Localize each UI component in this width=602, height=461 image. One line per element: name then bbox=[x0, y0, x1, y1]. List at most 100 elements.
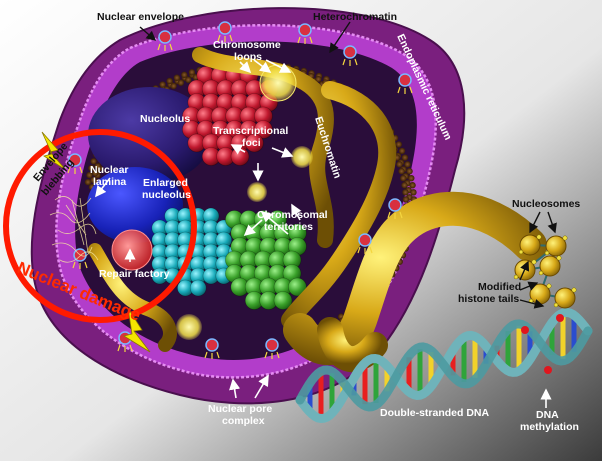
transcriptional-focus-3 bbox=[176, 314, 202, 340]
histone-tail-mark bbox=[562, 235, 568, 241]
histone-tail-mark bbox=[546, 283, 552, 289]
label-enlarged-nucleolus-1: Enlarged bbox=[143, 177, 188, 189]
heterochromatin-bead bbox=[398, 147, 406, 155]
chromosome-loops-focus bbox=[259, 64, 297, 102]
heterochromatin-bead bbox=[84, 178, 92, 186]
label-transcriptional-foci-2: foci bbox=[242, 137, 261, 149]
label-nucleolus: Nucleolus bbox=[140, 113, 190, 125]
nucleosomes-group bbox=[513, 234, 577, 309]
nucleosome bbox=[519, 234, 541, 256]
nucleosome bbox=[539, 255, 561, 277]
histone-tail-mark bbox=[513, 274, 519, 280]
nuclear-pore bbox=[265, 338, 279, 352]
nuclear-pore-basket bbox=[217, 34, 233, 42]
nuclear-pore-basket bbox=[72, 261, 88, 269]
heterochromatin-bead bbox=[406, 168, 413, 175]
heterochromatin-bead bbox=[404, 161, 411, 168]
transcriptional-focus-2 bbox=[247, 182, 267, 202]
heterochromatin-bead bbox=[410, 189, 417, 196]
heterochromatin-bead bbox=[181, 71, 188, 79]
label-heterochromatin: Heterochromatin bbox=[313, 11, 397, 23]
label-enlarged-nucleolus-2: nucleolus bbox=[142, 189, 191, 201]
heterochromatin-bead bbox=[88, 164, 95, 172]
heterochromatin-bead bbox=[402, 196, 410, 203]
red-territory-bead bbox=[254, 120, 273, 139]
lamina-fibers bbox=[49, 196, 99, 263]
histone-tail-mark bbox=[553, 302, 559, 308]
teal-territory-bead bbox=[189, 279, 207, 297]
nuclear-pore bbox=[388, 198, 402, 212]
heterochromatin-bead bbox=[396, 161, 403, 168]
label-modified-histone-tails-1: Modified bbox=[478, 281, 521, 293]
nuclear-pore bbox=[343, 45, 357, 59]
nucleosome bbox=[554, 287, 576, 309]
heterochromatin-bead bbox=[94, 163, 101, 170]
nuclear-pore bbox=[68, 153, 82, 167]
nucleolus bbox=[88, 87, 212, 183]
heterochromatin-bead bbox=[170, 82, 177, 90]
label-nuclear-lamina-2: lamina bbox=[93, 176, 126, 188]
nuclear-pore-basket bbox=[387, 211, 403, 219]
heterochromatin-bead bbox=[92, 169, 99, 177]
dna-helix bbox=[295, 307, 593, 424]
annotation-arrows bbox=[95, 21, 557, 408]
heterochromatin-bead bbox=[173, 74, 181, 81]
red-territory-bead bbox=[245, 133, 264, 153]
histone-tail-mark bbox=[556, 255, 562, 261]
euchromatin-fiber-left bbox=[88, 243, 177, 352]
histone-tail-mark bbox=[531, 259, 537, 265]
heterochromatin-bead bbox=[409, 182, 416, 189]
nuclear-pore-basket bbox=[67, 166, 83, 174]
heterochromatin-bead bbox=[90, 158, 97, 165]
nuclear-pore bbox=[398, 73, 412, 87]
label-chromosomal-territories-2: territories bbox=[264, 221, 313, 233]
nuclear-pore-basket bbox=[397, 86, 413, 94]
heterochromatin-bead bbox=[90, 176, 97, 184]
label-nuclear-lamina-1: Nuclear bbox=[90, 164, 129, 176]
heterochromatin-bead bbox=[400, 174, 407, 182]
chromatin-fiber-lower bbox=[317, 317, 388, 373]
nuclear-pore bbox=[205, 338, 219, 352]
nuclear-pore-basket bbox=[264, 351, 280, 359]
histone-tail-mark bbox=[544, 250, 550, 256]
nuclear-pore-basket bbox=[357, 246, 373, 254]
methyl-group bbox=[521, 326, 529, 334]
heterochromatin-bead bbox=[166, 77, 173, 85]
lightning-top-icon bbox=[41, 131, 67, 171]
nuclear-pore bbox=[298, 23, 312, 37]
label-nuclear-envelope: Nuclear envelope bbox=[97, 11, 184, 23]
lightning-bottom-icon bbox=[122, 307, 151, 353]
heterochromatin-bead bbox=[185, 76, 192, 84]
label-chromosome-loops-1: Chromosome bbox=[213, 39, 281, 51]
repair-factory bbox=[111, 229, 153, 271]
heterochromatin-bead bbox=[408, 174, 415, 182]
nuclear-pore bbox=[218, 21, 232, 35]
nuclear-pore bbox=[158, 30, 172, 44]
heterochromatin-bead bbox=[315, 75, 322, 83]
label-nuclear-pore-complex-2: complex bbox=[222, 415, 265, 427]
euchromatin-fiber-right bbox=[281, 81, 397, 329]
nucleosome bbox=[545, 235, 567, 257]
label-chromosome-loops-2: loops bbox=[234, 51, 262, 63]
label-chromosomal-territories-1: Chromosomal bbox=[257, 209, 328, 221]
nuclear-damage-ring bbox=[3, 129, 197, 323]
dna-strand-2 bbox=[295, 319, 593, 412]
nuclear-pore-basket bbox=[117, 344, 133, 352]
heterochromatin-bead bbox=[177, 79, 185, 86]
methyl-group bbox=[544, 366, 552, 374]
heterochromatin-bead bbox=[398, 168, 405, 175]
histone-tail-mark bbox=[571, 287, 577, 293]
territory-green bbox=[225, 210, 307, 310]
heterochromatin-bead bbox=[401, 182, 408, 189]
transcriptional-focus-1 bbox=[291, 146, 313, 168]
label-nuclear-pore-complex-1: Nuclear pore bbox=[208, 403, 272, 415]
heterochromatin-bead bbox=[188, 69, 196, 76]
nuclear-pore-basket bbox=[157, 43, 173, 51]
heterochromatin-bead bbox=[86, 171, 93, 179]
nuclear-pore-basket bbox=[297, 36, 313, 44]
green-territory-bead bbox=[273, 291, 293, 310]
label-transcriptional-foci-1: Transcriptional bbox=[213, 125, 288, 137]
histone-tail-mark bbox=[536, 234, 542, 240]
